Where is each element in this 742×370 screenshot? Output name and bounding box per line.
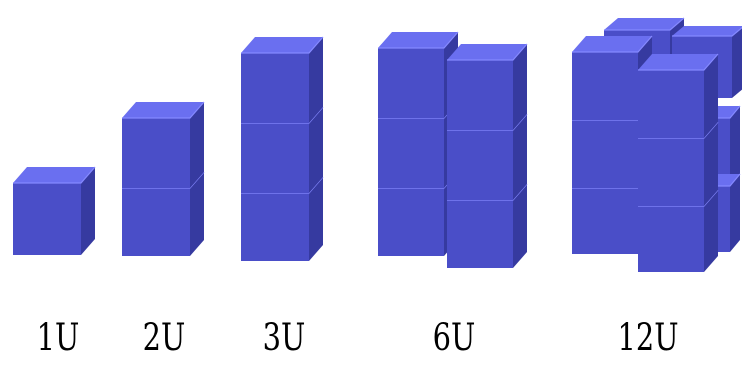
stack-3u <box>241 36 324 261</box>
cube-front-face <box>572 120 638 188</box>
cube-side-face <box>513 44 527 130</box>
cube-side-face <box>309 177 323 261</box>
stack-2u <box>122 101 205 256</box>
cube-side-face <box>190 172 204 256</box>
cube-1u-1 <box>13 166 96 255</box>
cube-12u-r3 <box>638 53 719 138</box>
cube-front-face <box>638 206 704 272</box>
cube-side-face <box>704 54 718 138</box>
cube-side-face <box>730 106 740 186</box>
cube-front-face <box>447 200 513 268</box>
cube-side-face <box>309 107 323 193</box>
cube-edge-highlight <box>572 35 653 53</box>
cube-top-face <box>241 37 323 53</box>
cube-front-face <box>572 188 638 254</box>
cube-top-face <box>672 26 742 36</box>
cube-top-face <box>638 54 718 70</box>
cube-front-face <box>572 52 638 120</box>
cube-edge-highlight <box>13 166 96 184</box>
label-3u: 3U <box>262 316 306 359</box>
cube-front-face <box>378 118 444 188</box>
cube-side-face <box>513 114 527 200</box>
label-6u: 6U <box>432 316 476 359</box>
cube-side-face <box>81 167 95 255</box>
label-1u: 1U <box>36 316 80 359</box>
cube-top-face <box>447 44 527 60</box>
cube-2u-2 <box>122 101 205 188</box>
cube-edge-highlight <box>604 17 685 31</box>
cube-front-face <box>447 130 513 200</box>
cube-front-face <box>378 188 444 256</box>
stack-12u <box>572 17 742 272</box>
cube-side-face <box>309 37 323 123</box>
cube-front-face <box>638 138 704 206</box>
cube-side-face <box>190 102 204 188</box>
cube-front-face <box>122 188 190 256</box>
label-2u: 2U <box>142 316 186 359</box>
cube-edge-highlight <box>672 26 742 37</box>
cube-front-face <box>447 60 513 130</box>
cube-front-face <box>241 193 309 261</box>
cube-front-face <box>13 183 81 255</box>
cube-edge-highlight <box>122 101 205 119</box>
cube-top-face <box>604 18 684 30</box>
cube-side-face <box>513 184 527 268</box>
cube-3u-3 <box>241 36 324 123</box>
stack-6u <box>378 31 528 268</box>
cube-front-face <box>638 70 704 138</box>
cube-edge-highlight <box>447 43 528 61</box>
cube-edge-highlight <box>378 31 459 49</box>
cube-front-face <box>241 123 309 193</box>
cube-top-face <box>13 167 95 183</box>
cube-top-face <box>378 32 458 48</box>
cube-side-face <box>704 190 718 272</box>
label-12u: 12U <box>617 316 679 359</box>
stack-1u <box>13 166 96 255</box>
cube-edge-highlight <box>638 53 719 71</box>
cube-6u-r3 <box>447 43 528 130</box>
cube-front-face <box>241 53 309 123</box>
cube-top-face <box>122 102 204 118</box>
cube-side-face <box>704 122 718 206</box>
cube-edge-highlight <box>241 36 324 54</box>
cube-side-face <box>732 27 742 98</box>
cube-side-face <box>730 174 740 252</box>
cube-6u-l3 <box>378 31 459 118</box>
cube-front-face <box>378 48 444 118</box>
cube-front-face <box>122 118 190 188</box>
cube-top-face <box>572 36 652 52</box>
